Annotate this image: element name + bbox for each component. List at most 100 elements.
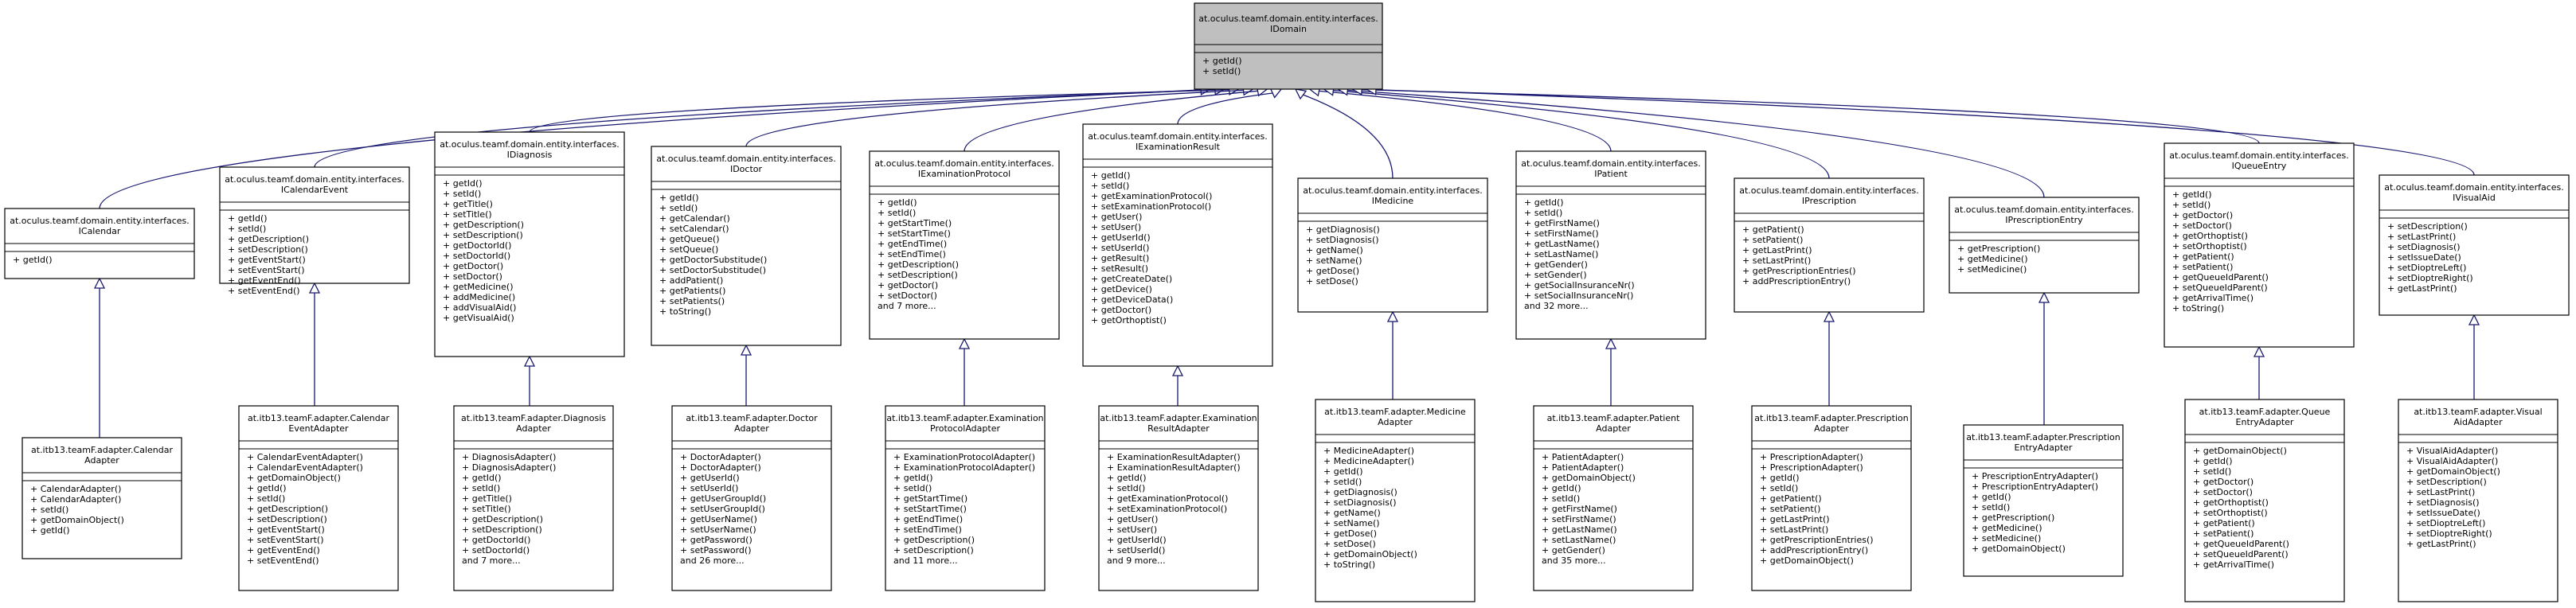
ipatient-method: + setFirstName() <box>1524 228 1599 239</box>
doctoradapter-border <box>671 405 832 591</box>
iexaminationprotocol-to-idomain-edge <box>964 90 1258 152</box>
idiagnosis-method: + setDescription() <box>443 230 523 240</box>
iexaminationprotocol-name-line: at.oculus.teamf.domain.entity.interfaces… <box>874 158 1054 169</box>
idoctor-method: + getDoctorSubstitude() <box>659 255 767 265</box>
iprescriptionentry-method: + getPrescription() <box>1957 244 2040 254</box>
imedicine-method: + getDiagnosis() <box>1306 224 1380 235</box>
visualaidadapter-name-line: AidAdapter <box>2453 417 2503 427</box>
ipatient-method: + setGender() <box>1524 270 1587 280</box>
idiagnosis-to-idomain-edge <box>529 89 1229 133</box>
prescriptionadapter-method: + addPrescriptionEntry() <box>1760 545 1868 555</box>
iexaminationresult-method: + getDevice() <box>1091 284 1152 294</box>
diagnosisadapter-name-line: Adapter <box>516 423 551 434</box>
calendareventadapter-border <box>238 405 399 591</box>
iqueueentry-class-box: at.oculus.teamf.domain.entity.interfaces… <box>2164 142 2355 348</box>
icalendarevent-method: + setEventEnd() <box>228 286 300 296</box>
iexaminationresult-method: + getId() <box>1091 170 1131 181</box>
idomain-method: + setId() <box>1202 66 1241 76</box>
iexaminationprotocol-name-line: IExaminationProtocol <box>918 169 1010 179</box>
prescriptionentryadapter-method: + getDomainObject() <box>1972 544 2066 554</box>
calendareventadapter-class-box: at.itb13.teamF.adapter.CalendarEventAdap… <box>238 405 399 591</box>
examinationprotocoladapter-name-line: ProtocolAdapter <box>930 423 1000 434</box>
iprescriptionentry-class-box: at.oculus.teamf.domain.entity.interfaces… <box>1949 197 2140 294</box>
queueentryadapter-method: + setQueueIdParent() <box>2193 549 2289 559</box>
ivisualaid-method: + setDescription() <box>2387 221 2468 232</box>
iqueueentry-method: + getId() <box>2172 189 2212 200</box>
iqueueentry-method: + setQueueIdParent() <box>2172 283 2268 293</box>
idoctor-method: + getId() <box>659 193 699 203</box>
doctoradapter-method: + setUserId() <box>680 483 738 493</box>
idiagnosis-method: + addVisualAid() <box>443 302 516 313</box>
iexaminationresult-method: + getResult() <box>1091 253 1149 263</box>
calendaradapter-class-box: at.itb13.teamF.adapter.CalendarAdapter+ … <box>21 437 182 559</box>
idiagnosis-method: + setDoctorId() <box>443 251 510 261</box>
diagnosisadapter-method: + setId() <box>462 483 500 493</box>
queueentryadapter-method: + getDoctor() <box>2193 477 2254 487</box>
calendareventadapter-method: + getEventStart() <box>247 524 325 535</box>
ipatient-method: + getFirstName() <box>1524 218 1600 228</box>
iqueueentry-method: + getDoctor() <box>2172 210 2233 220</box>
medicineadapter-method: + MedicineAdapter() <box>1323 446 1414 456</box>
diagnosisadapter-border <box>453 405 614 591</box>
patientadapter-border <box>1533 405 1694 591</box>
examinationprotocoladapter-method: + getEndTime() <box>893 514 963 524</box>
icalendar-class-box: at.oculus.teamf.domain.entity.interfaces… <box>4 208 195 279</box>
queueentryadapter-generalization-arrowhead <box>2253 345 2265 357</box>
idoctor-border <box>651 146 842 346</box>
idoctor-name-line: IDoctor <box>730 164 763 174</box>
iexaminationresult-method: + setUserId() <box>1091 243 1149 253</box>
ipatient-method: + getSocialInsuranceNr() <box>1524 280 1635 290</box>
ivisualaid-method: + getLastPrint() <box>2387 283 2457 294</box>
examinationresultadapter-method: + getUser() <box>1107 514 1158 524</box>
iprescriptionentry-method: + setMedicine() <box>1957 264 2027 275</box>
medicineadapter-method: + getName() <box>1323 508 1381 518</box>
patientadapter-method: + getFirstName() <box>1542 504 1617 514</box>
iprescription-method: + addPrescriptionEntry() <box>1742 276 1851 286</box>
examinationprotocoladapter-method: + getDescription() <box>893 535 975 545</box>
examinationresultadapter-method: + setExaminationProtocol() <box>1107 504 1227 514</box>
ipatient-method: and 32 more... <box>1524 301 1589 311</box>
iexaminationprotocol-method: + setId() <box>878 208 916 218</box>
iqueueentry-method: + getQueueIdParent() <box>2172 272 2269 283</box>
icalendarevent-border <box>219 166 410 284</box>
examinationresultadapter-border <box>1098 405 1259 591</box>
queueentryadapter-method: + getDomainObject() <box>2193 446 2287 456</box>
calendareventadapter-method: + CalendarEventAdapter() <box>247 452 363 462</box>
idiagnosis-method: + getVisualAid() <box>443 313 514 323</box>
idiagnosis-method: + setTitle() <box>443 209 492 220</box>
examinationprotocoladapter-name-line: at.itb13.teamF.adapter.Examination <box>886 413 1043 423</box>
iqueueentry-method: + getOrthoptist() <box>2172 231 2248 241</box>
iexaminationresult-method: + getDeviceData() <box>1091 294 1173 305</box>
visualaidadapter-name-line: at.itb13.teamF.adapter.Visual <box>2414 407 2542 417</box>
ivisualaid-method: + setIssueDate() <box>2387 252 2461 263</box>
calendareventadapter-name-line: at.itb13.teamF.adapter.Calendar <box>248 413 389 423</box>
iexaminationresult-method: + getCreateDate() <box>1091 274 1172 284</box>
imedicine-method: + getDose() <box>1306 266 1359 276</box>
visualaidadapter-method: + setDescription() <box>2406 477 2487 487</box>
iqueueentry-method: + getPatient() <box>2172 251 2234 262</box>
visualaidadapter-method: + setIssueDate() <box>2406 508 2480 518</box>
visualaidadapter-method: + setLastPrint() <box>2406 487 2475 497</box>
examinationresultadapter-method: + setUserId() <box>1107 545 1165 555</box>
idomain-name-line: IDomain <box>1270 24 1307 34</box>
ipatient-name-line: at.oculus.teamf.domain.entity.interfaces… <box>1521 158 1701 169</box>
idiagnosis-border <box>434 131 625 357</box>
patientadapter-method: + getLastName() <box>1542 524 1617 535</box>
idoctor-method: + getCalendar() <box>659 213 730 224</box>
patientadapter-method: + getDomainObject() <box>1542 473 1636 483</box>
prescriptionentryadapter-method: + setMedicine() <box>1972 533 2041 544</box>
examinationprotocoladapter-generalization-arrowhead <box>958 337 971 349</box>
visualaidadapter-method: + VisualAidAdapter() <box>2406 456 2498 466</box>
examinationresultadapter-method: + getExaminationProtocol() <box>1107 493 1228 504</box>
patientadapter-method: and 35 more... <box>1542 555 1606 566</box>
iexaminationresult-method: + getDoctor() <box>1091 305 1151 315</box>
iexaminationprotocol-class-box: at.oculus.teamf.domain.entity.interfaces… <box>869 150 1060 340</box>
doctoradapter-method: + DoctorAdapter() <box>680 452 761 462</box>
ivisualaid-method: + setDioptreLeft() <box>2387 263 2466 273</box>
patientadapter-class-box: at.itb13.teamF.adapter.PatientAdapter+ P… <box>1533 405 1694 591</box>
medicineadapter-method: + getId() <box>1323 466 1363 477</box>
examinationresultadapter-name-line: ResultAdapter <box>1147 423 1210 434</box>
examinationprotocoladapter-border <box>885 405 1046 591</box>
calendaradapter-method: + getId() <box>30 525 70 536</box>
